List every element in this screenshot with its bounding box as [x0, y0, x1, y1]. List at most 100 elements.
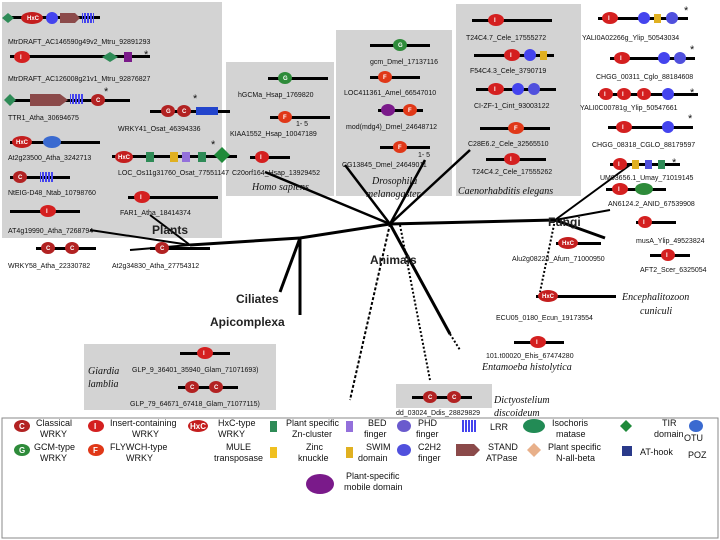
- label-at4g19990: AT4g19990_Atha_7268794: [8, 228, 93, 235]
- svg-text:*: *: [193, 93, 198, 105]
- gene-an6124: I AN6124.2_ANID_67539908: [606, 183, 695, 208]
- label-mtru-92876827: MtrDRAFT_AC126008g21v1_Mtru_92876827: [8, 76, 151, 83]
- hxc-domain-label: HxC: [27, 16, 40, 22]
- label-wrky41: WRKY41_Osat_46394336: [118, 126, 201, 133]
- gene-aft2: I AFT2_Scer_6325054: [640, 249, 707, 274]
- legend: C Classical WRKY G GCM-type WRKY I Inser…: [14, 418, 707, 494]
- svg-text:domain: domain: [654, 429, 684, 439]
- svg-text:C: C: [190, 385, 195, 391]
- label-glp2: GLP_79_64671_67418_Glam_71077115): [130, 401, 260, 408]
- svg-text:Zn-cluster: Zn-cluster: [292, 429, 332, 439]
- svg-text:mobile domain: mobile domain: [344, 482, 403, 492]
- gene-mod: F mod(mdg4)_Dmel_24648712: [346, 104, 437, 131]
- gene-chgg-08318: I * CHGG_08318_CGLO_88179597: [592, 113, 695, 149]
- gene-hgcme: G hGCMa_Hsap_1769820: [238, 72, 328, 99]
- svg-text:I: I: [20, 55, 22, 61]
- svg-text:C: C: [70, 246, 75, 252]
- label-mus: musA_Ylip_49523824: [636, 238, 705, 245]
- svg-text:I: I: [140, 195, 142, 201]
- svg-text:finger: finger: [364, 429, 387, 439]
- svg-text:WRKY: WRKY: [126, 453, 153, 463]
- clade-ciliates: Ciliates: [236, 292, 279, 306]
- label-chgg-00311: CHGG_00311_Cglo_88184608: [596, 74, 693, 81]
- label-glp1: GLP_9_36401_35940_Glam_71071693): [132, 367, 259, 374]
- label-c20orf: C20orf164_Hsap_13929452: [232, 170, 320, 177]
- svg-text:knuckle: knuckle: [298, 453, 329, 463]
- svg-text:N-all-beta: N-all-beta: [556, 453, 595, 463]
- svg-text:G: G: [398, 43, 403, 49]
- species-encepha-1: Encephalitozoon: [621, 292, 689, 303]
- svg-text:HxC-type: HxC-type: [218, 418, 256, 428]
- svg-text:I: I: [260, 155, 262, 161]
- label-t24c4-2: T24C4.2_Cele_17555262: [472, 169, 552, 176]
- svg-text:FLYWCH-type: FLYWCH-type: [110, 442, 167, 452]
- svg-text:Zinc: Zinc: [306, 442, 324, 452]
- svg-text:*: *: [211, 139, 216, 151]
- label-alu: Alu2g08220_Afum_71000950: [512, 256, 605, 263]
- svg-text:1- 5: 1- 5: [296, 121, 308, 128]
- svg-text:I: I: [618, 162, 620, 168]
- svg-text:LRR: LRR: [490, 422, 509, 432]
- gene-t24c4-7: I T24C4.7_Cele_17555272: [466, 14, 552, 42]
- svg-text:matase: matase: [556, 429, 586, 439]
- svg-text:F: F: [408, 108, 412, 114]
- svg-text:I: I: [618, 187, 620, 193]
- svg-text:ATPase: ATPase: [486, 453, 517, 463]
- gene-glp2: C C GLP_79_64671_67418_Glam_71077115): [130, 381, 260, 408]
- svg-text:C: C: [452, 395, 457, 401]
- svg-text:HxC: HxC: [562, 241, 575, 247]
- svg-text:Plant-specific: Plant-specific: [346, 471, 400, 481]
- svg-text:I: I: [494, 18, 496, 24]
- species-droso-1: Drosophila: [371, 176, 417, 187]
- gene-um03656: I * UM03656.1_Umay_71019145: [600, 157, 694, 182]
- gene-f54c4: I F54C4.3_Cele_3790719: [470, 49, 554, 75]
- caeno-panel: [456, 4, 581, 196]
- gene-wrky41: G C * WRKY41_Osat_46394336: [118, 93, 230, 133]
- label-ci-zf: CI-ZF-1_Cint_93003122: [474, 103, 550, 110]
- svg-text:I: I: [643, 220, 645, 226]
- svg-text:*: *: [144, 49, 149, 61]
- gene-gcm: G gcm_Dmel_17137116: [370, 39, 438, 66]
- svg-text:I: I: [510, 157, 512, 163]
- gene-ntelg: C NtEIG-D48_Ntab_10798760: [8, 171, 96, 197]
- clade-plants: Plants: [152, 223, 188, 237]
- svg-text:I: I: [203, 351, 205, 357]
- gene-loc-os11: HxC * LOC_Os11g31760_Osat_77551147: [112, 139, 237, 177]
- species-encepha-2: cuniculi: [640, 306, 672, 317]
- svg-text:WRKY: WRKY: [218, 429, 245, 439]
- svg-text:*: *: [672, 157, 677, 169]
- svg-text:*: *: [688, 113, 693, 125]
- gene-alu: HxC Alu2g08220_Afum_71000950: [512, 237, 605, 263]
- label-an6124: AN6124.2_ANID_67539908: [608, 201, 695, 208]
- gene-ehis: I 101.t00020_Ehis_67474280: [486, 336, 574, 360]
- svg-text:WRKY: WRKY: [132, 429, 159, 439]
- label-um03656: UM03656.1_Umay_71019145: [600, 175, 694, 182]
- svg-text:GCM-type: GCM-type: [34, 442, 75, 452]
- svg-text:HxC: HxC: [118, 155, 131, 161]
- gene-c28e6: F C28E6.2_Cele_32565510: [468, 122, 550, 148]
- svg-text:STAND: STAND: [488, 442, 518, 452]
- gene-kiaa: F 1- 5 KIAA1552_Hsap_10047189: [230, 111, 330, 138]
- svg-text:C: C: [46, 246, 51, 252]
- svg-text:I: I: [494, 87, 496, 93]
- label-ehis: 101.t00020_Ehis_67474280: [486, 353, 574, 360]
- svg-text:PHD: PHD: [418, 418, 438, 428]
- label-ecu: ECU05_0180_Ecun_19173554: [496, 315, 593, 322]
- svg-text:Isochoris: Isochoris: [552, 418, 589, 428]
- gene-at2g34830: C At2g34830_Atha_27754312: [112, 242, 210, 270]
- svg-text:C2H2: C2H2: [418, 442, 441, 452]
- species-droso-2: melanogaster: [366, 189, 421, 200]
- svg-text:C: C: [96, 98, 101, 104]
- label-at2g23500: At2g23500_Atha_3242713: [8, 155, 91, 162]
- species-caeno: Caenorhabditis elegans: [458, 186, 553, 197]
- label-at2g34830: At2g34830_Atha_27754312: [112, 263, 199, 270]
- gene-at2g23500: HxC At2g23500_Atha_3242713: [8, 136, 100, 162]
- svg-text:I: I: [620, 56, 622, 62]
- label-ttr1: TTR1_Atha_30694675: [8, 115, 79, 122]
- label-kiaa: KIAA1552_Hsap_10047189: [230, 131, 317, 138]
- svg-text:transposase: transposase: [214, 453, 263, 463]
- svg-text:G: G: [19, 446, 25, 455]
- species-giardia-2: lamblia: [88, 379, 119, 390]
- species-dicty-1: Dictyostelium: [493, 395, 550, 406]
- gene-c20orf: I C20orf164_Hsap_13929452: [232, 151, 320, 177]
